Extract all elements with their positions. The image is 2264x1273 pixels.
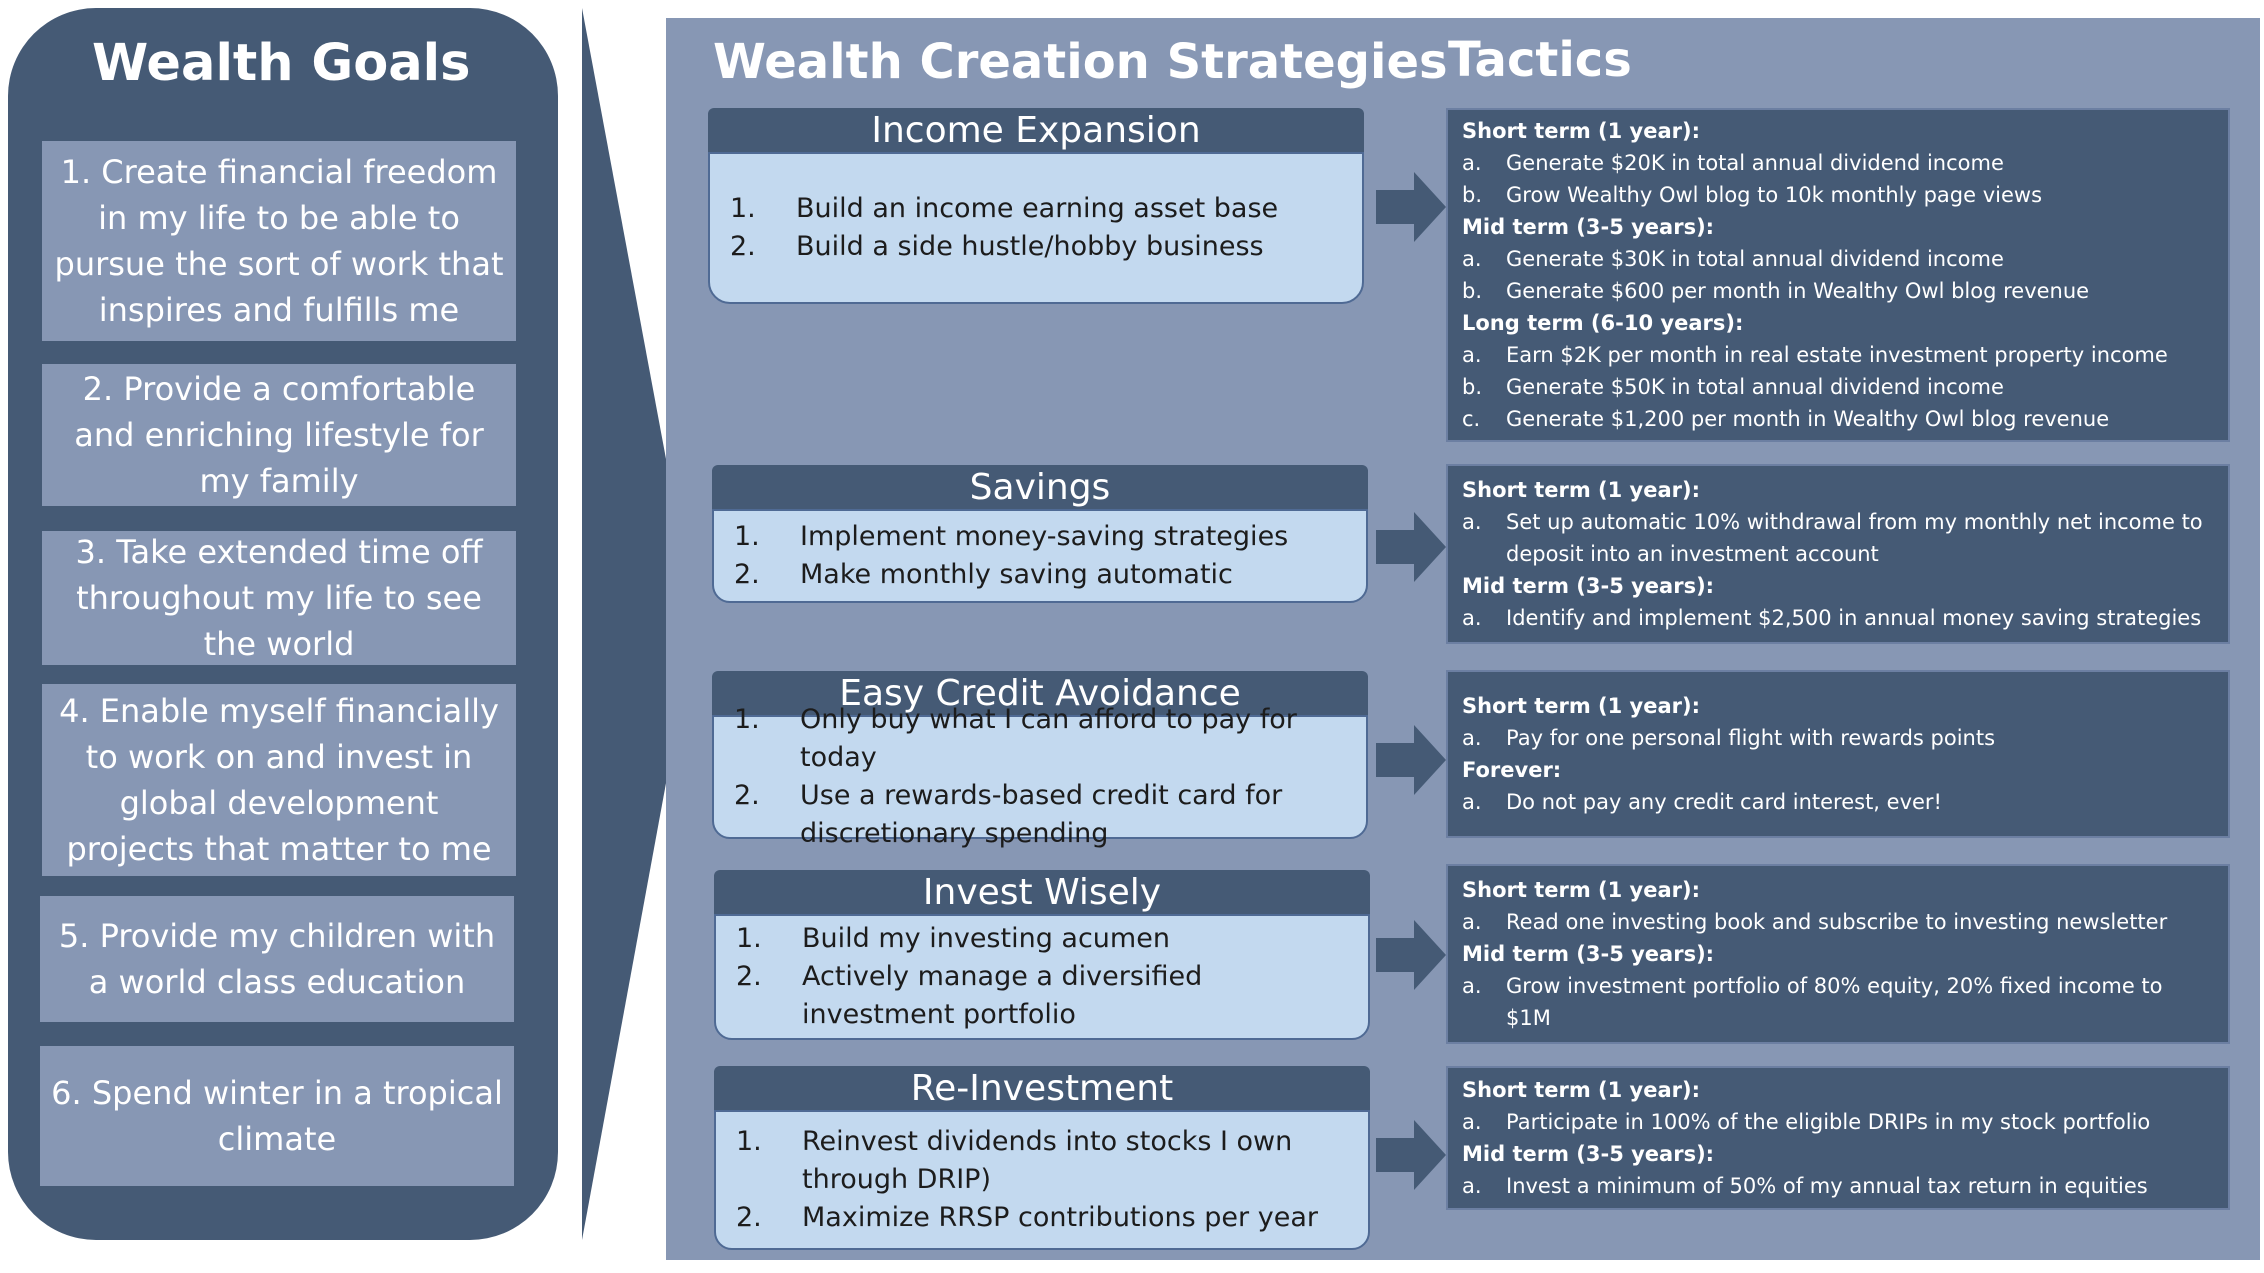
list-item: b.Generate $50K in total annual dividend… bbox=[1462, 375, 2004, 399]
wealth-goals-panel: Wealth Goals 1. Create financial freedom… bbox=[8, 8, 558, 1240]
strategy-title-savings: Savings bbox=[712, 465, 1368, 511]
list-item: 1.Reinvest dividends into stocks I own t… bbox=[736, 1126, 1293, 1195]
goal-item-6: 6. Spend winter in a tropical climate bbox=[40, 1046, 514, 1186]
arrow-right-icon bbox=[1376, 1120, 1446, 1190]
list-item: a.Do not pay any credit card interest, e… bbox=[1462, 790, 1942, 814]
list-item: a.Identify and implement $2,500 in annua… bbox=[1462, 606, 2202, 630]
wealth-goals-title: Wealth Goals bbox=[92, 34, 471, 93]
arrow-right-icon bbox=[1376, 172, 1446, 242]
strategy-body-savings: 1.Implement money-saving strategies 2.Ma… bbox=[712, 509, 1368, 603]
tactic-term-label: Long term (6-10 years): bbox=[1462, 311, 1744, 335]
goal-item-1: 1. Create financial freedom in my life t… bbox=[42, 141, 516, 341]
tactic-term-label: Short term (1 year): bbox=[1462, 694, 1701, 718]
list-item: a.Read one investing book and subscribe … bbox=[1462, 910, 2168, 934]
list-item: a.Generate $30K in total annual dividend… bbox=[1462, 247, 2004, 271]
list-item: c.Generate $1,200 per month in Wealthy O… bbox=[1462, 407, 2110, 431]
goal-item-4: 4. Enable myself financially to work on … bbox=[42, 684, 516, 876]
strategies-heading: Wealth Creation Strategies bbox=[713, 34, 1448, 90]
arrow-right-icon bbox=[1376, 920, 1446, 990]
tactics-box-savings: Short term (1 year): a.Set up automatic … bbox=[1446, 464, 2230, 644]
list-item: 1.Build my investing acumen bbox=[736, 923, 1170, 954]
list-item: 2.Build a side hustle/hobby business bbox=[730, 231, 1264, 262]
tactics-heading: Tactics bbox=[1448, 32, 1632, 88]
list-item: a.Grow investment portfolio of 80% equit… bbox=[1462, 974, 2163, 1030]
list-item: a.Participate in 100% of the eligible DR… bbox=[1462, 1110, 2151, 1134]
goal-item-3: 3. Take extended time off throughout my … bbox=[42, 531, 516, 665]
list-item: a.Pay for one personal flight with rewar… bbox=[1462, 726, 1996, 750]
list-item: 2.Use a rewards-based credit card for di… bbox=[734, 780, 1283, 849]
tactic-term-label: Mid term (3-5 years): bbox=[1462, 215, 1715, 239]
strategy-body-invest-wisely: 1.Build my investing acumen 2.Actively m… bbox=[714, 914, 1370, 1040]
tactics-box-income-expansion: Short term (1 year): a.Generate $20K in … bbox=[1446, 108, 2230, 442]
list-item: a.Set up automatic 10% withdrawal from m… bbox=[1462, 510, 2203, 566]
chevron-connector-arrow bbox=[582, 8, 696, 1240]
list-item: a.Generate $20K in total annual dividend… bbox=[1462, 151, 2004, 175]
strategy-body-easy-credit-avoidance: 1.Only buy what I can afford to pay for … bbox=[712, 704, 1368, 849]
list-item: 2.Maximize RRSP contributions per year bbox=[736, 1202, 1318, 1233]
tactic-term-label: Mid term (3-5 years): bbox=[1462, 942, 1715, 966]
list-item: 2.Actively manage a diversified investme… bbox=[736, 961, 1203, 1030]
list-item: b.Generate $600 per month in Wealthy Owl… bbox=[1462, 279, 2090, 303]
strategy-title-easy-credit-avoidance: Easy Credit Avoidance bbox=[712, 671, 1368, 717]
tactics-box-invest-wisely: Short term (1 year): a.Read one investin… bbox=[1446, 864, 2230, 1044]
arrow-right-icon bbox=[1376, 512, 1446, 582]
tactic-term-label: Forever: bbox=[1462, 758, 1562, 782]
tactic-term-label: Short term (1 year): bbox=[1462, 1078, 1701, 1102]
strategy-body-re-investment: 1.Reinvest dividends into stocks I own t… bbox=[714, 1110, 1370, 1250]
list-item: b.Grow Wealthy Owl blog to 10k monthly p… bbox=[1462, 183, 2043, 207]
tactic-term-label: Short term (1 year): bbox=[1462, 878, 1701, 902]
arrow-right-icon bbox=[1376, 725, 1446, 795]
goal-item-2: 2. Provide a comfortable and enriching l… bbox=[42, 364, 516, 506]
tactic-term-label: Short term (1 year): bbox=[1462, 478, 1701, 502]
strategy-title-invest-wisely: Invest Wisely bbox=[714, 870, 1370, 916]
list-item: 1.Only buy what I can afford to pay for … bbox=[734, 704, 1297, 773]
goal-item-5: 5. Provide my children with a world clas… bbox=[40, 896, 514, 1022]
strategy-title-re-investment: Re-Investment bbox=[714, 1066, 1370, 1112]
list-item: 2.Make monthly saving automatic bbox=[734, 559, 1233, 590]
list-item: 1.Implement money-saving strategies bbox=[734, 521, 1289, 552]
list-item: 1.Build an income earning asset base bbox=[730, 193, 1279, 224]
strategy-body-income-expansion: 1.Build an income earning asset base 2.B… bbox=[708, 152, 1364, 304]
tactics-box-re-investment: Short term (1 year): a.Participate in 10… bbox=[1446, 1066, 2230, 1210]
list-item: a.Earn $2K per month in real estate inve… bbox=[1462, 343, 2168, 367]
strategy-title-income-expansion: Income Expansion bbox=[708, 108, 1364, 154]
tactic-term-label: Short term (1 year): bbox=[1462, 119, 1701, 143]
tactic-term-label: Mid term (3-5 years): bbox=[1462, 1142, 1715, 1166]
list-item: a.Invest a minimum of 50% of my annual t… bbox=[1462, 1174, 2148, 1198]
tactic-term-label: Mid term (3-5 years): bbox=[1462, 574, 1715, 598]
tactics-box-easy-credit-avoidance: Short term (1 year): a.Pay for one perso… bbox=[1446, 670, 2230, 838]
